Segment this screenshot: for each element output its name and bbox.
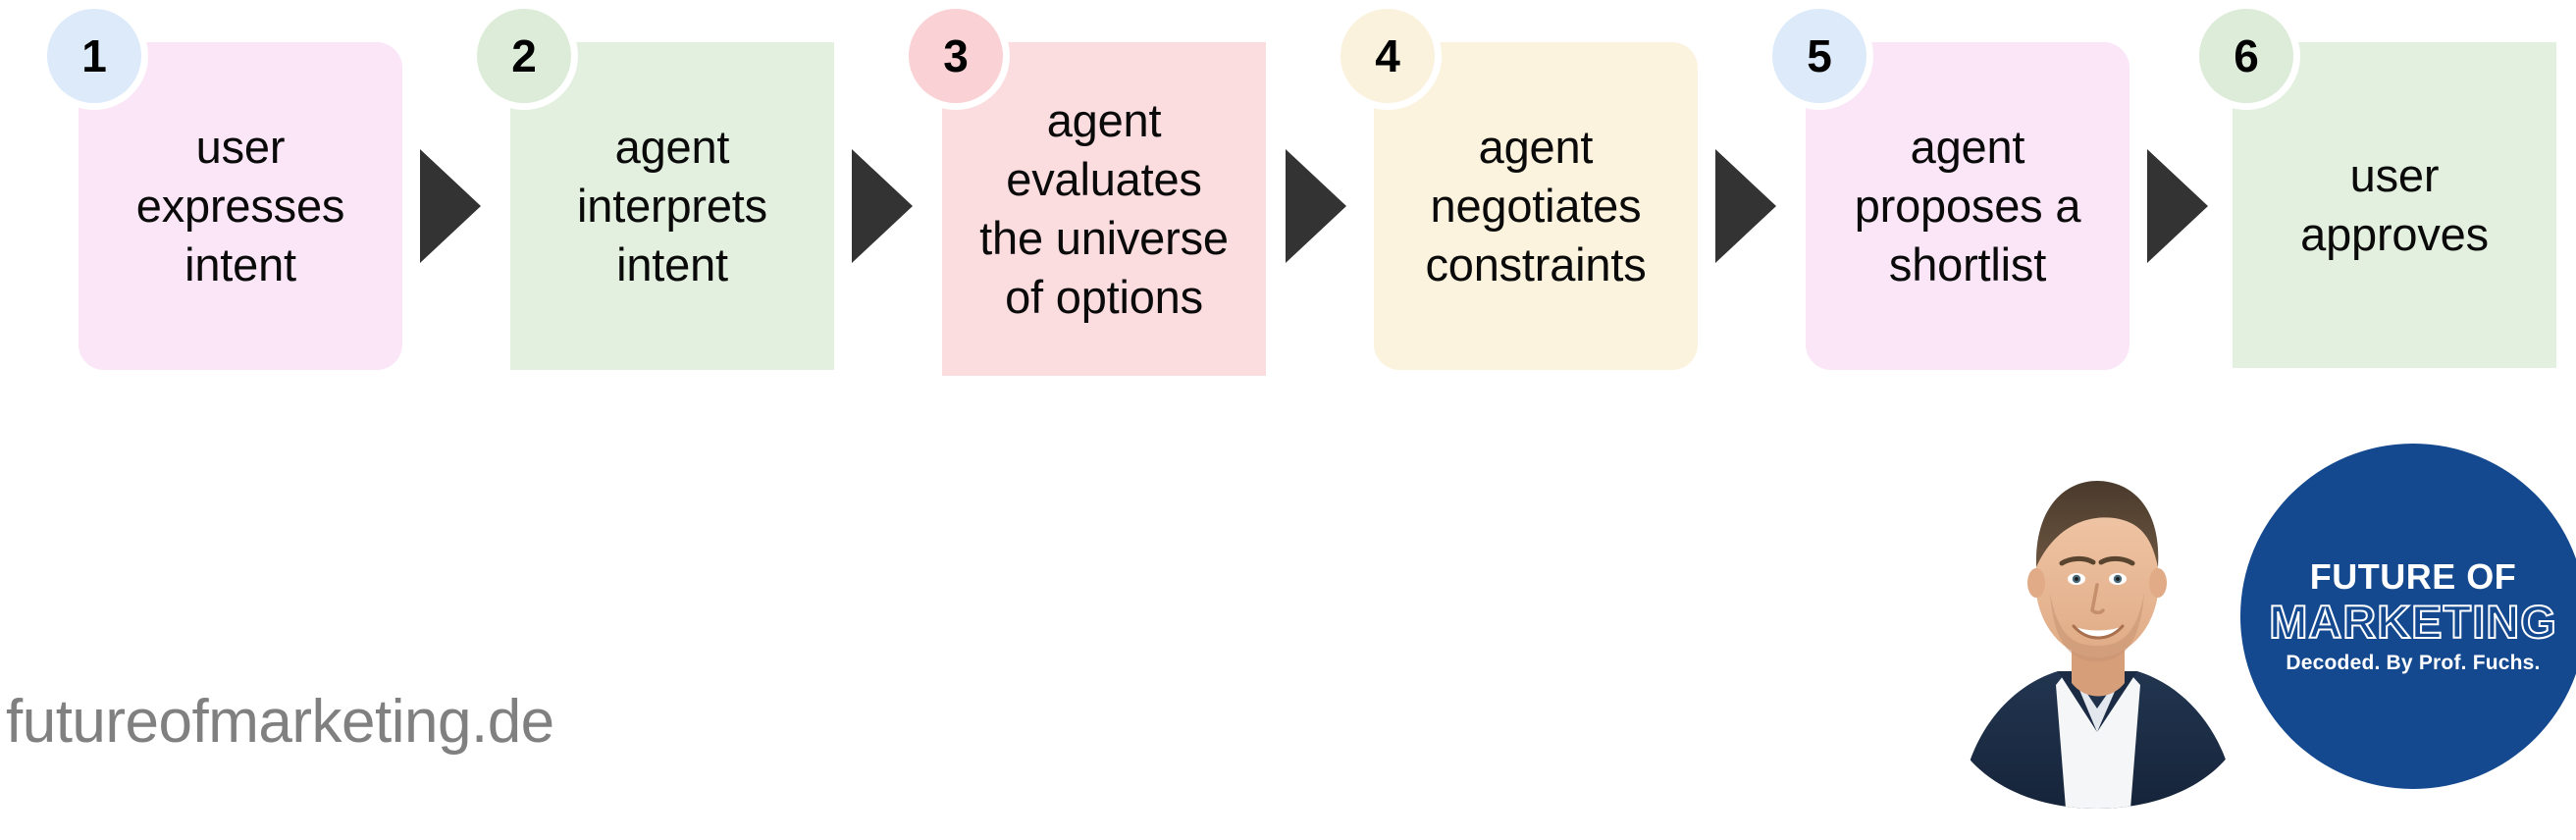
step-label: agent negotiates constraints (1425, 120, 1647, 291)
step-number: 4 (1375, 30, 1400, 81)
step-box-3[interactable]: agent evaluates the universe of options (942, 42, 1266, 376)
step-number: 3 (943, 30, 969, 81)
step-number: 1 (81, 30, 107, 81)
portrait-illustration (1960, 481, 2236, 809)
logo-line-marketing: MARKETING (2268, 595, 2557, 648)
process-flow: user expresses intent 1 agent interprets i… (0, 0, 2576, 412)
step-label: agent evaluates the universe of options (979, 93, 1229, 324)
step-number-badge-1: 1 (47, 9, 141, 103)
step-number: 5 (1807, 30, 1832, 81)
flow-arrow-icon-4 (1715, 149, 1776, 263)
flow-arrow-icon-3 (1286, 149, 1346, 263)
step-number-badge-4: 4 (1341, 9, 1435, 103)
flow-arrow-icon-5 (2147, 149, 2208, 263)
step-number: 6 (2234, 30, 2259, 81)
flow-arrow-icon-1 (420, 149, 481, 263)
step-box-1[interactable]: user expresses intent (79, 42, 402, 370)
step-number-badge-5: 5 (1772, 9, 1866, 103)
step-box-2[interactable]: agent interprets intent (510, 42, 834, 370)
step-number: 2 (511, 30, 537, 81)
step-box-5[interactable]: agent proposes a shortlist (1806, 42, 2129, 370)
step-label: agent proposes a shortlist (1854, 120, 2081, 291)
logo-line-future-of: FUTURE OF (2309, 555, 2517, 597)
step-label: user expresses intent (135, 120, 345, 291)
step-number-badge-3: 3 (909, 9, 1003, 103)
presenter-portrait (1948, 444, 2247, 809)
site-url-label: futureofmarketing.de (6, 688, 554, 756)
step-box-6[interactable]: user approves (2233, 42, 2556, 368)
brand-logo: FUTURE OF MARKETING Decoded. By Prof. Fu… (2240, 444, 2576, 789)
flow-arrow-icon-2 (852, 149, 913, 263)
step-box-4[interactable]: agent negotiates constraints (1374, 42, 1698, 370)
step-number-badge-6: 6 (2199, 9, 2293, 103)
step-label: agent interprets intent (577, 120, 767, 291)
step-label: user approves (2300, 148, 2489, 260)
step-number-badge-2: 2 (477, 9, 571, 103)
logo-line-tagline: Decoded. By Prof. Fuchs. (2286, 652, 2541, 675)
